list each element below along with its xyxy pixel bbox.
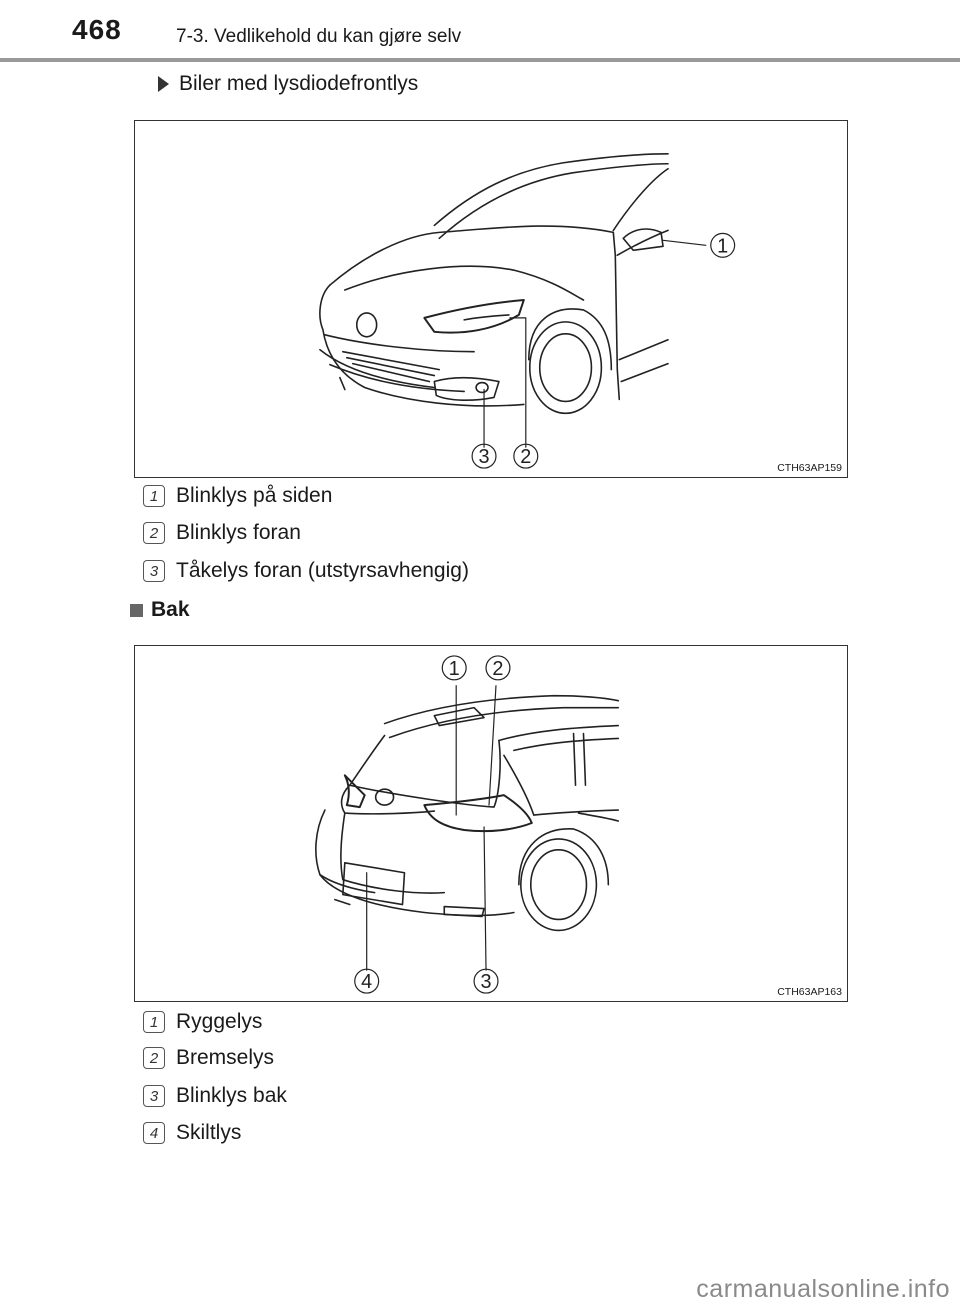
front-callout-2: 2 bbox=[520, 446, 531, 468]
front-item-label: Blinklys foran bbox=[176, 521, 301, 544]
square-bullet-icon bbox=[130, 603, 143, 617]
front-figure-code: CTH63AP159 bbox=[777, 462, 842, 474]
front-item-2: 2 Blinklys foran bbox=[143, 521, 301, 545]
front-item-label: Tåkelys foran (utstyrsavhengig) bbox=[176, 559, 469, 582]
number-badge: 3 bbox=[143, 560, 165, 582]
chapter-title: 7-3. Vedlikehold du kan gjøre selv bbox=[176, 26, 462, 47]
front-subheading-text: Biler med lysdiodefrontlys bbox=[179, 72, 419, 95]
front-item-1: 1 Blinklys på siden bbox=[143, 484, 332, 508]
number-badge: 3 bbox=[143, 1085, 165, 1107]
rear-item-1: 1 Ryggelys bbox=[143, 1010, 262, 1034]
rear-section-title: Bak bbox=[151, 598, 190, 621]
watermark: carmanualsonline.info bbox=[696, 1275, 950, 1303]
number-badge: 1 bbox=[143, 485, 165, 507]
rear-item-label: Ryggelys bbox=[176, 1010, 263, 1033]
front-item-3: 3 Tåkelys foran (utstyrsavhengig) bbox=[143, 559, 469, 583]
page-number: 468 bbox=[72, 14, 122, 45]
rear-item-2: 2 Bremselys bbox=[143, 1046, 274, 1070]
front-subheading: Biler med lysdiodefrontlys bbox=[158, 72, 418, 96]
number-badge: 2 bbox=[143, 522, 165, 544]
number-badge: 1 bbox=[143, 1011, 165, 1033]
rear-car-illustration: 1 2 3 4 bbox=[315, 655, 620, 994]
rear-callout-2: 2 bbox=[492, 658, 503, 680]
triangle-bullet-icon bbox=[158, 76, 169, 92]
rear-callout-3: 3 bbox=[480, 971, 491, 993]
front-callout-3: 3 bbox=[479, 446, 490, 468]
number-badge: 2 bbox=[143, 1047, 165, 1069]
rear-figure-code: CTH63AP163 bbox=[777, 986, 842, 998]
number-badge: 4 bbox=[143, 1122, 165, 1144]
rear-section-heading: Bak bbox=[130, 598, 190, 622]
rear-item-label: Bremselys bbox=[176, 1046, 275, 1069]
rear-item-label: Skiltlys bbox=[176, 1121, 242, 1144]
rear-item-4: 4 Skiltlys bbox=[143, 1121, 241, 1145]
rear-item-label: Blinklys bak bbox=[176, 1084, 287, 1107]
rear-callout-1: 1 bbox=[449, 658, 460, 680]
front-figure: 1 2 3 CTH63AP159 bbox=[134, 120, 848, 478]
rear-item-3: 3 Blinklys bak bbox=[143, 1084, 287, 1108]
front-item-label: Blinklys på siden bbox=[176, 484, 333, 507]
front-callout-1: 1 bbox=[717, 235, 728, 257]
header-rule bbox=[0, 58, 960, 62]
front-car-illustration: 1 2 3 bbox=[319, 153, 736, 469]
rear-figure: 1 2 3 4 CTH63AP163 bbox=[134, 645, 848, 1002]
rear-callout-4: 4 bbox=[361, 971, 372, 993]
